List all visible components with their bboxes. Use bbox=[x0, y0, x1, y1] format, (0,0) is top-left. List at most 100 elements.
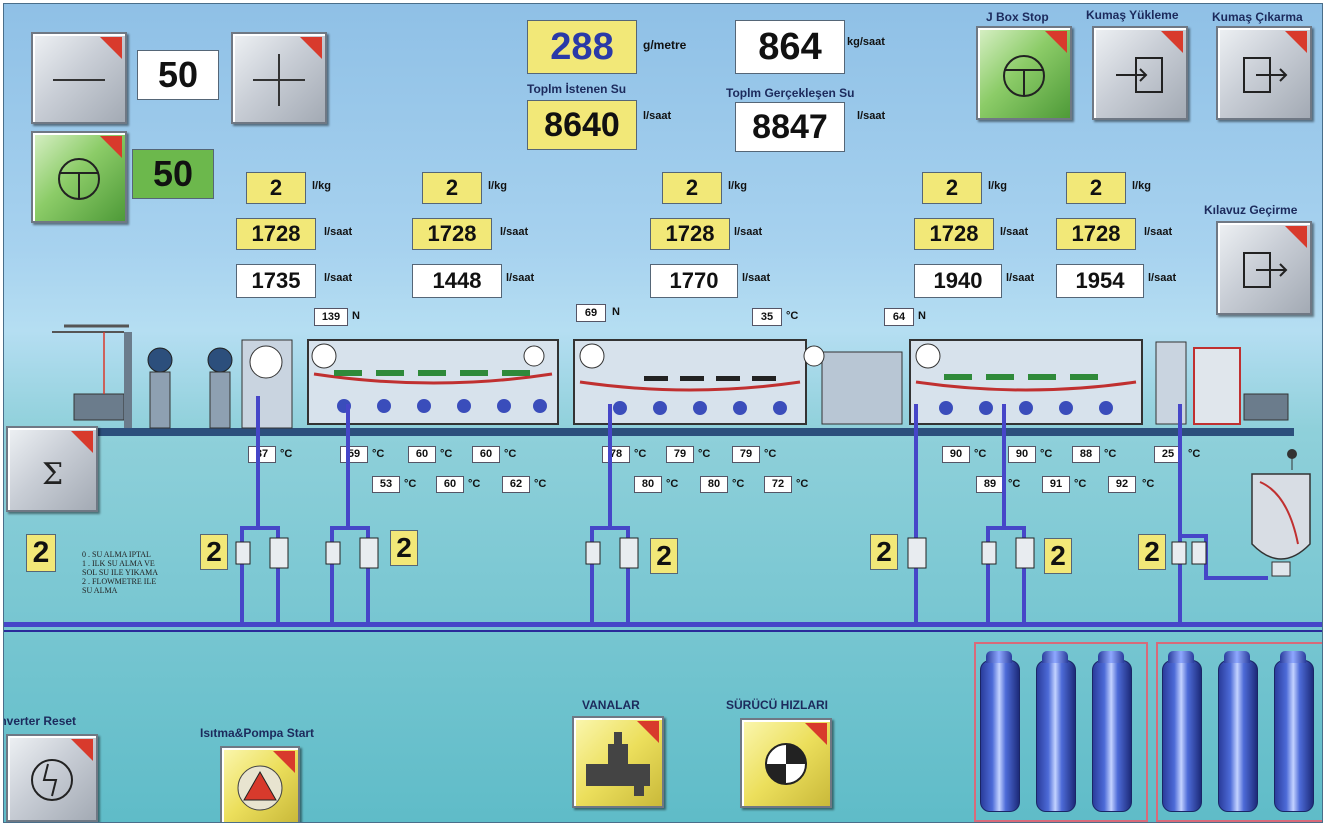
washing-machine-diagram bbox=[44, 324, 1294, 436]
valve-icon bbox=[586, 732, 650, 796]
fabric-unload-button[interactable] bbox=[1216, 26, 1312, 120]
speed-gauge-icon bbox=[765, 743, 807, 785]
valves-label: VANALAR bbox=[582, 698, 640, 712]
driver-speeds-button[interactable] bbox=[740, 718, 832, 808]
zone5-actual-unit: l/saat bbox=[1148, 272, 1177, 284]
zone1-actual-unit: l/saat bbox=[324, 272, 353, 284]
filter-cylinder bbox=[1274, 651, 1314, 812]
zone1-actual-flow: 1735 bbox=[236, 264, 316, 298]
zone2-ratio[interactable]: 2 bbox=[422, 172, 482, 204]
valves-button[interactable] bbox=[572, 716, 664, 808]
speed-decrease-button[interactable] bbox=[31, 32, 127, 124]
zone3-set-flow: 1728 bbox=[650, 218, 730, 250]
minus-icon bbox=[53, 79, 105, 81]
sum-button[interactable]: Σ bbox=[6, 426, 98, 512]
temp-readout: 53 bbox=[372, 476, 400, 493]
temp-readout: 90 bbox=[1008, 446, 1036, 463]
temp-unit: °C bbox=[732, 478, 745, 490]
zone3-ratio[interactable]: 2 bbox=[662, 172, 722, 204]
tension-2-unit: N bbox=[612, 306, 620, 318]
gram-per-metre-value: 288 bbox=[527, 20, 637, 74]
temp-readout: 79 bbox=[732, 446, 760, 463]
temp-unit: °C bbox=[280, 448, 293, 460]
mode-note: 0 . SU ALMA IPTAL 1 . ILK SU ALMA VE SOL… bbox=[82, 550, 159, 595]
zone4-actual-flow: 1940 bbox=[914, 264, 1002, 298]
jbox-stop-label: J Box Stop bbox=[986, 10, 1049, 24]
zone3-ratio-unit: l/kg bbox=[728, 180, 747, 192]
valve-mode-box[interactable]: 2 bbox=[650, 538, 678, 574]
speed-actual-value: 50 bbox=[132, 149, 214, 199]
fabric-load-label: Kumaş Yükleme bbox=[1086, 8, 1179, 22]
zone2-set-flow: 1728 bbox=[412, 218, 492, 250]
temp-unit: °C bbox=[1188, 448, 1201, 460]
jbox-stop-button[interactable] bbox=[976, 26, 1072, 120]
valve-mode-box[interactable]: 2 bbox=[200, 534, 228, 570]
zone4-ratio[interactable]: 2 bbox=[922, 172, 982, 204]
water-actual-unit: l/saat bbox=[857, 110, 886, 122]
zone4-set-flow: 1728 bbox=[914, 218, 994, 250]
water-actual-label: Toplm Gerçekleşen Su bbox=[726, 86, 855, 100]
zone2-ratio-unit: l/kg bbox=[488, 180, 507, 192]
exit-icon bbox=[1243, 252, 1288, 288]
hmi-screen: 50 50 288 g/metre 864 kg/saat Toplm İste… bbox=[3, 3, 1323, 823]
zone4-set-unit: l/saat bbox=[1000, 226, 1029, 238]
valve-mode-box[interactable]: 2 bbox=[1044, 538, 1072, 574]
zone2-set-unit: l/saat bbox=[500, 226, 529, 238]
inverter-reset-label: Inverter Reset bbox=[3, 714, 77, 728]
warning-triangle-icon bbox=[237, 765, 283, 811]
temp-readout: 92 bbox=[1108, 476, 1136, 493]
valve-icons bbox=[235, 537, 1207, 569]
tension-3-value: 64 bbox=[884, 308, 914, 326]
zone3-set-unit: l/saat bbox=[734, 226, 763, 238]
temp-readout: 91 bbox=[1042, 476, 1070, 493]
speed-set-value[interactable]: 50 bbox=[137, 50, 219, 100]
temp-unit: °C bbox=[372, 448, 385, 460]
temp-readout: 60 bbox=[472, 446, 500, 463]
zone3-actual-unit: l/saat bbox=[742, 272, 771, 284]
kg-per-hour-value: 864 bbox=[735, 20, 845, 74]
temp-unit: °C bbox=[698, 448, 711, 460]
temp-unit: °C bbox=[504, 448, 517, 460]
tension-1-unit: N bbox=[352, 310, 360, 322]
zone5-actual-flow: 1954 bbox=[1056, 264, 1144, 298]
valve-mode-box[interactable]: 2 bbox=[1138, 534, 1166, 570]
temp-readout: 90 bbox=[942, 446, 970, 463]
filter-cylinder bbox=[1092, 651, 1132, 812]
inverter-reset-button[interactable] bbox=[6, 734, 98, 822]
zone2-actual-unit: l/saat bbox=[506, 272, 535, 284]
filter-cylinder bbox=[980, 651, 1020, 812]
mode-number-box[interactable]: 2 bbox=[26, 534, 56, 572]
air-temp-unit: °C bbox=[786, 310, 799, 322]
valve-mode-box[interactable]: 2 bbox=[390, 530, 418, 566]
heat-pump-start-button[interactable] bbox=[220, 746, 300, 822]
tension-2-value: 69 bbox=[576, 304, 606, 322]
fabric-load-button[interactable] bbox=[1092, 26, 1188, 120]
temp-unit: °C bbox=[1074, 478, 1087, 490]
fabric-unload-label: Kumaş Çıkarma bbox=[1212, 10, 1303, 24]
temp-unit: °C bbox=[1104, 448, 1117, 460]
valve-mode-box[interactable]: 2 bbox=[870, 534, 898, 570]
speed-increase-button[interactable] bbox=[231, 32, 327, 124]
water-requested-label: Toplm İstenen Su bbox=[527, 82, 627, 96]
guide-pass-label: Kılavuz Geçirme bbox=[1204, 203, 1298, 217]
temp-unit: °C bbox=[764, 448, 777, 460]
temp-readout: 60 bbox=[408, 446, 436, 463]
filter-cylinder bbox=[1036, 651, 1076, 812]
temp-unit: °C bbox=[1040, 448, 1053, 460]
filter-cylinder-group bbox=[1156, 642, 1322, 822]
temp-readout: 88 bbox=[1072, 446, 1100, 463]
zone5-ratio[interactable]: 2 bbox=[1066, 172, 1126, 204]
sigma-icon: Σ bbox=[42, 457, 63, 492]
filter-cylinder bbox=[1218, 651, 1258, 812]
stop-icon bbox=[1003, 55, 1045, 97]
water-requested-value: 8640 bbox=[527, 100, 637, 150]
zone5-set-unit: l/saat bbox=[1144, 226, 1173, 238]
guide-pass-button[interactable] bbox=[1216, 221, 1312, 315]
water-actual-value: 8847 bbox=[735, 102, 845, 152]
zone3-actual-flow: 1770 bbox=[650, 264, 738, 298]
zone1-ratio[interactable]: 2 bbox=[246, 172, 306, 204]
temp-readout: 89 bbox=[976, 476, 1004, 493]
zone4-ratio-unit: l/kg bbox=[988, 180, 1007, 192]
temp-unit: °C bbox=[974, 448, 987, 460]
speed-stop-button[interactable] bbox=[31, 131, 127, 223]
